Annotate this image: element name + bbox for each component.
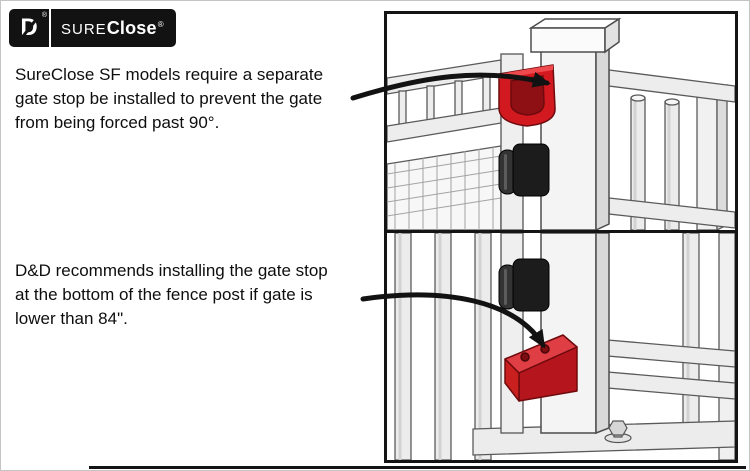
- brand-prefix: SURE: [61, 20, 107, 38]
- illustration-gate-stop-bottom: [394, 233, 735, 460]
- left-pickets: [394, 233, 492, 460]
- illustration-panels: [384, 11, 738, 463]
- hinge-icon: [498, 258, 550, 312]
- gate-stop-icon: [498, 64, 556, 127]
- gate-stop-icon: [504, 334, 578, 402]
- panel-top: [387, 14, 735, 233]
- fence-post: [540, 233, 610, 435]
- post-cap: [528, 17, 622, 54]
- dd-logo-icon: D ®: [9, 9, 51, 47]
- brand-suffix: Close: [106, 17, 157, 38]
- left-gate-mesh: [387, 145, 502, 230]
- registered-mark: ®: [41, 12, 47, 19]
- callout-bottom: D&D recommends installing the gate stop …: [15, 261, 328, 329]
- illustration-gate-stop-top: [387, 17, 735, 230]
- hinge-icon: [498, 143, 550, 197]
- registered-mark: ®: [157, 19, 164, 29]
- bottom-rule: [89, 466, 746, 469]
- right-fence: [608, 69, 735, 230]
- left-gate-rails: [387, 59, 502, 143]
- panel-bottom: [387, 233, 735, 460]
- callout-top: SureClose SF models require a separate g…: [15, 65, 324, 133]
- bottom-rail: [472, 420, 735, 456]
- bolt-icon: [604, 420, 632, 444]
